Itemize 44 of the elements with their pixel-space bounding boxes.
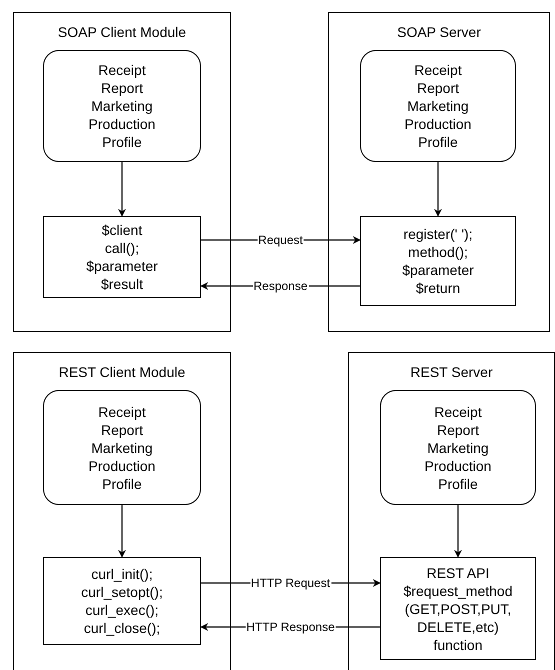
rounded-box <box>43 390 201 505</box>
arrow <box>454 505 462 558</box>
arrow <box>118 162 126 217</box>
arrow <box>434 162 442 217</box>
code-box <box>360 216 516 306</box>
module-frame <box>328 12 550 332</box>
code-line: register(' '); <box>403 225 473 243</box>
rounded-box <box>43 50 201 162</box>
code-line: $return <box>416 279 460 297</box>
edge-label: Response <box>252 279 309 293</box>
module-frame <box>348 352 555 670</box>
code-line: curl_close(); <box>84 619 160 637</box>
item-list: Receipt Report Marketing Production Profile <box>88 402 156 492</box>
code-line: call(); <box>104 239 140 257</box>
edge-label: HTTP Response <box>245 620 336 634</box>
edge-label: Request <box>257 233 304 247</box>
module-title: SOAP Client Module <box>56 24 188 40</box>
code-line: curl_setopt(); <box>81 583 163 601</box>
module-title: SOAP Server <box>396 24 482 40</box>
code-line: REST API <box>426 564 490 582</box>
edge-label: HTTP Request <box>250 576 332 590</box>
code-box <box>380 557 536 660</box>
module-frame <box>13 352 231 670</box>
code-line: (GET,POST,PUT, DELETE,etc) <box>404 600 512 636</box>
arrow <box>118 505 126 558</box>
item-list: Receipt Report Marketing Production Profile <box>404 61 472 151</box>
module-frame <box>13 12 231 332</box>
code-box <box>43 216 201 298</box>
rounded-box <box>360 50 516 162</box>
module-title: REST Client Module <box>58 364 186 380</box>
code-line: function <box>433 636 483 654</box>
code-line: $request_method <box>404 582 512 600</box>
rounded-box <box>380 390 536 505</box>
code-line: $parameter <box>402 261 474 279</box>
code-box <box>43 557 201 645</box>
code-line: $parameter <box>86 257 158 275</box>
code-line: curl_init(); <box>91 565 153 583</box>
code-line: $client <box>102 221 142 239</box>
item-list: Receipt Report Marketing Production Profile <box>88 61 156 151</box>
code-line: $result <box>100 275 144 293</box>
module-title: REST Server <box>409 364 494 380</box>
code-line: method(); <box>408 243 468 261</box>
code-line: curl_exec(); <box>85 601 159 619</box>
item-list: Receipt Report Marketing Production Profile <box>424 402 492 492</box>
